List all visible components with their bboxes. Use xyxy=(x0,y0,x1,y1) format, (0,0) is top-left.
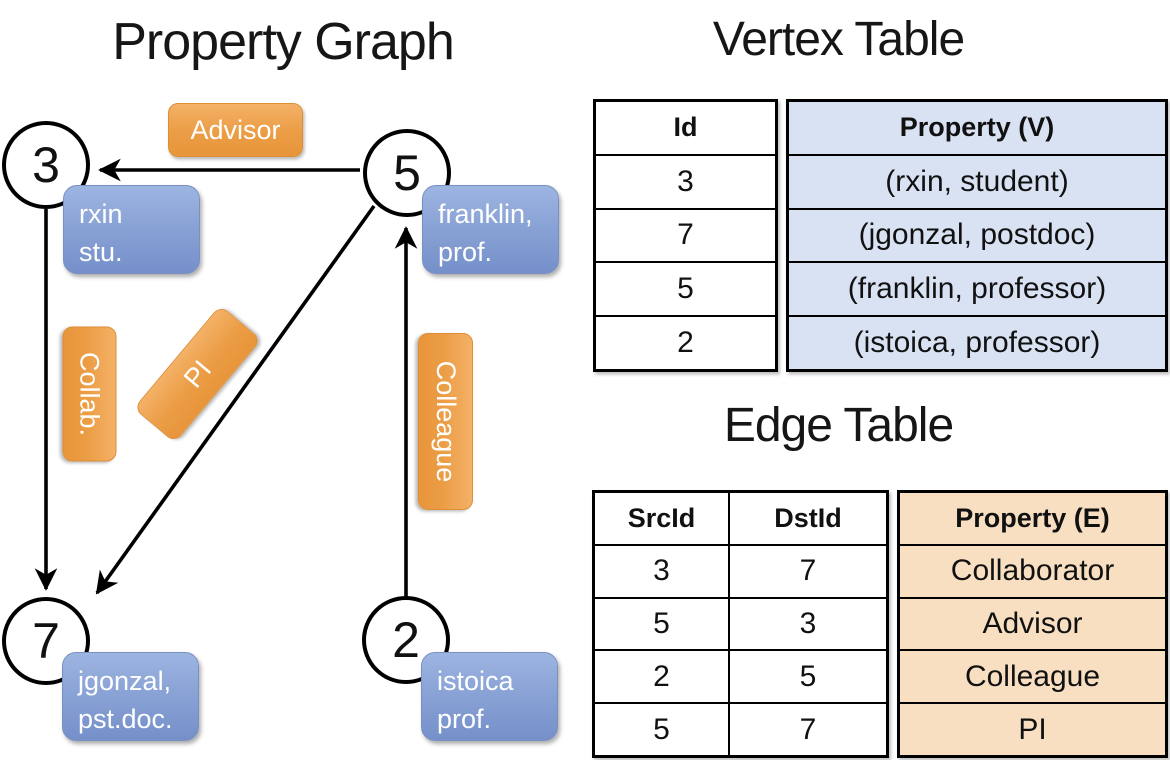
vertex-node-5-id: 5 xyxy=(393,145,421,201)
edge-table-property-cell: Advisor xyxy=(900,596,1165,650)
vertex-table-property-cell: (rxin, student) xyxy=(789,153,1165,208)
vertex-table-id-column: Id 3 7 5 2 xyxy=(593,99,778,372)
vertex-property-line: stu. xyxy=(79,237,123,268)
vertex-node-3-id: 3 xyxy=(32,137,60,193)
edge-table-id-columns: SrcId DstId 3 7 5 3 2 5 5 7 xyxy=(592,490,889,758)
edge-label-advisor: Advisor xyxy=(168,103,303,157)
edge-table-property-column: Property (E) Collaborator Advisor Collea… xyxy=(897,490,1168,758)
edge-table-dst-cell: 7 xyxy=(728,545,886,597)
vertex-node-2-id: 2 xyxy=(392,612,420,668)
vertex-node-2: 2 xyxy=(362,596,450,684)
vertex-property-line: jgonzal, xyxy=(78,666,172,696)
vertex-table-property-cell: (istoica, professor) xyxy=(789,315,1165,369)
vertex-property-line: pst.doc. xyxy=(78,704,173,735)
vertex-property-box-franklin: franklin, prof. xyxy=(422,185,559,274)
vertex-property-line: prof. xyxy=(438,237,493,268)
vertex-property-box-rxin: rxin stu. xyxy=(63,185,200,274)
vertex-property-line: prof. xyxy=(437,704,492,735)
edge-table-srcid-header: SrcId xyxy=(627,502,696,533)
vertex-table-property-cell: (jgonzal, postdoc) xyxy=(789,207,1165,262)
edge-table: SrcId DstId 3 7 5 3 2 5 5 7 Property (E)… xyxy=(592,490,1168,758)
edge-table-property-cell: PI xyxy=(900,702,1165,755)
vertex-table-id-cell: 5 xyxy=(596,261,775,315)
vertex-property-line: franklin, xyxy=(438,199,533,229)
vertex-property-line: rxin xyxy=(79,199,123,229)
edge-table-property-cell: Collaborator xyxy=(900,543,1165,597)
edge-table-src-cell: 5 xyxy=(653,712,670,746)
vertex-property-box-istoica: istoica prof. xyxy=(421,652,558,741)
graph-edges-canvas xyxy=(34,158,418,597)
vertex-node-5: 5 xyxy=(363,129,451,217)
edge-table-dst-cell: 5 xyxy=(728,651,886,703)
edge-table-dstid-header: DstId xyxy=(728,493,886,544)
edge-table-row: 2 5 xyxy=(595,649,886,703)
edge-table-property-cell: Colleague xyxy=(900,649,1165,702)
edge-table-property-header: Property (E) xyxy=(955,502,1110,533)
vertex-table-property-cell: (franklin, professor) xyxy=(789,261,1165,315)
edge-label-collab: Collab. xyxy=(62,326,117,462)
edge-label-colleague: Colleague xyxy=(418,333,473,510)
vertex-table-id-header: Id xyxy=(673,112,698,143)
edge-table-dst-cell: 3 xyxy=(728,598,886,650)
vertex-node-7-id: 7 xyxy=(32,613,60,669)
edge-table-src-cell: 3 xyxy=(653,554,670,588)
vertex-table-id-cell: 3 xyxy=(596,153,775,208)
vertex-table-title: Vertex Table xyxy=(712,13,965,66)
property-graph-title: Property Graph xyxy=(112,13,455,71)
edge-table-row: 5 3 xyxy=(595,596,886,650)
edge-table-src-cell: 2 xyxy=(653,659,670,693)
vertex-table: Id 3 7 5 2 Property (V) (rxin, student) … xyxy=(593,99,1168,372)
edge-table-row: 5 7 xyxy=(595,702,886,755)
vertex-table-id-cell: 2 xyxy=(596,315,775,369)
edge-arrow-pi-5-to-7 xyxy=(95,204,376,595)
vertex-property-line: istoica xyxy=(437,666,514,696)
vertex-table-property-column: Property (V) (rxin, student) (jgonzal, p… xyxy=(786,99,1168,372)
edge-table-dst-cell: 7 xyxy=(728,704,886,755)
edge-table-title: Edge Table xyxy=(723,399,954,452)
edge-table-header-row: SrcId DstId xyxy=(595,493,886,544)
edge-table-row: 3 7 xyxy=(595,543,886,597)
vertex-table-id-cell: 7 xyxy=(596,207,775,262)
edge-table-src-cell: 5 xyxy=(653,606,670,640)
vertex-property-box-jgonzal: jgonzal, pst.doc. xyxy=(62,652,199,741)
vertex-table-property-header: Property (V) xyxy=(899,112,1055,143)
